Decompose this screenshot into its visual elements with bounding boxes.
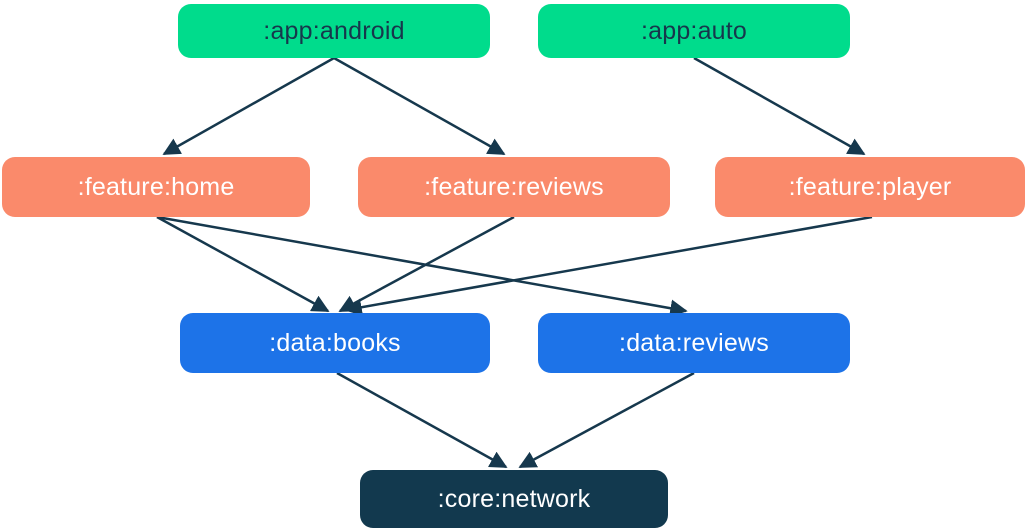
edge-feature-player-to-data-books (344, 215, 873, 316)
node-feature-player: :feature:player (715, 157, 1025, 217)
node-label: :data:books (269, 328, 401, 357)
edge-data-reviews-to-core-network (518, 371, 695, 469)
node-data-reviews: :data:reviews (538, 313, 850, 373)
node-data-books: :data:books (180, 313, 490, 373)
edge-feature-home-to-data-books (156, 215, 330, 313)
node-label: :core:network (437, 484, 591, 513)
edge-app-android-to-feature-reviews (333, 56, 506, 156)
edge-feature-reviews-to-data-books (338, 215, 515, 313)
node-feature-reviews: :feature:reviews (358, 157, 670, 217)
node-label: :feature:reviews (424, 172, 604, 201)
node-label: :data:reviews (619, 328, 769, 357)
node-feature-home: :feature:home (2, 157, 310, 217)
edge-app-android-to-feature-home (162, 56, 335, 156)
edge-data-books-to-core-network (336, 371, 508, 469)
node-app-android: :app:android (178, 4, 490, 58)
node-app-auto: :app:auto (538, 4, 850, 58)
node-label: :feature:home (77, 172, 235, 201)
edge-app-auto-to-feature-player (693, 56, 866, 156)
node-core-network: :core:network (360, 470, 668, 528)
node-label: :app:auto (640, 16, 748, 45)
node-label: :feature:player (788, 172, 952, 201)
node-label: :app:android (263, 16, 405, 45)
edge-feature-home-to-data-reviews (156, 215, 688, 317)
